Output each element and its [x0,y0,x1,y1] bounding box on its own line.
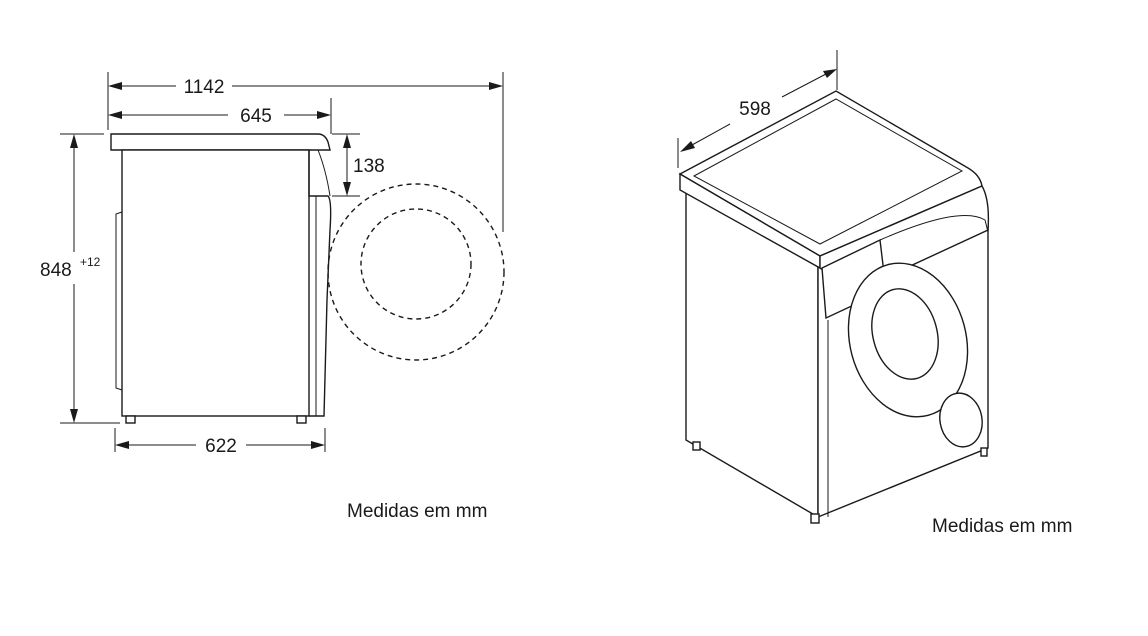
dim-label-body-depth: 645 [240,106,272,127]
persp-foot-right [980,447,988,457]
arrow-598-right [823,69,837,78]
side-view: 1142 645 138 848 +12 622 Medidas em mm [40,72,505,522]
arrow-848-bottom [70,409,78,423]
side-cabinet [121,149,310,417]
side-worktop [110,133,331,151]
arrow-138-top [343,134,351,148]
dim-line-598-right [781,73,827,98]
persp-panel-line [879,215,989,241]
side-view-caption: Medidas em mm [347,501,487,522]
arrow-1142-left [108,82,122,90]
arrow-645-left [108,111,122,119]
door-swing-outer [327,183,505,361]
arrow-1142-right [489,82,503,90]
side-foot-front [296,415,307,424]
dim-line-598-left [691,123,731,146]
persp-worktop-inset [692,98,964,245]
side-foot-rear [125,415,136,424]
side-rear-panel [115,211,123,391]
perspective-caption: Medidas em mm [932,516,1072,537]
arrow-848-top [70,134,78,148]
arrow-138-bottom [343,182,351,196]
dim-label-height-tolerance: +12 [80,255,101,269]
side-door-profile [308,150,332,417]
persp-foot-front [810,513,820,524]
dim-label-total-depth: 1142 [184,77,225,98]
dim-label-width: 598 [739,99,771,120]
arrow-622-right [311,441,325,449]
arrow-622-left [115,441,129,449]
side-control-panel [317,149,331,197]
dim-label-door-depth: 138 [353,156,385,177]
dim-label-base-depth: 622 [205,436,237,457]
arrow-598-left [680,141,695,152]
perspective-view: 598 Medidas em mm [677,50,1072,537]
persp-foot-left [692,441,701,451]
arrow-645-right [317,111,331,119]
door-swing-inner [360,208,472,320]
persp-service-hatch [939,392,983,448]
persp-door-inner [871,288,939,380]
dim-label-height: 848 [40,260,72,281]
